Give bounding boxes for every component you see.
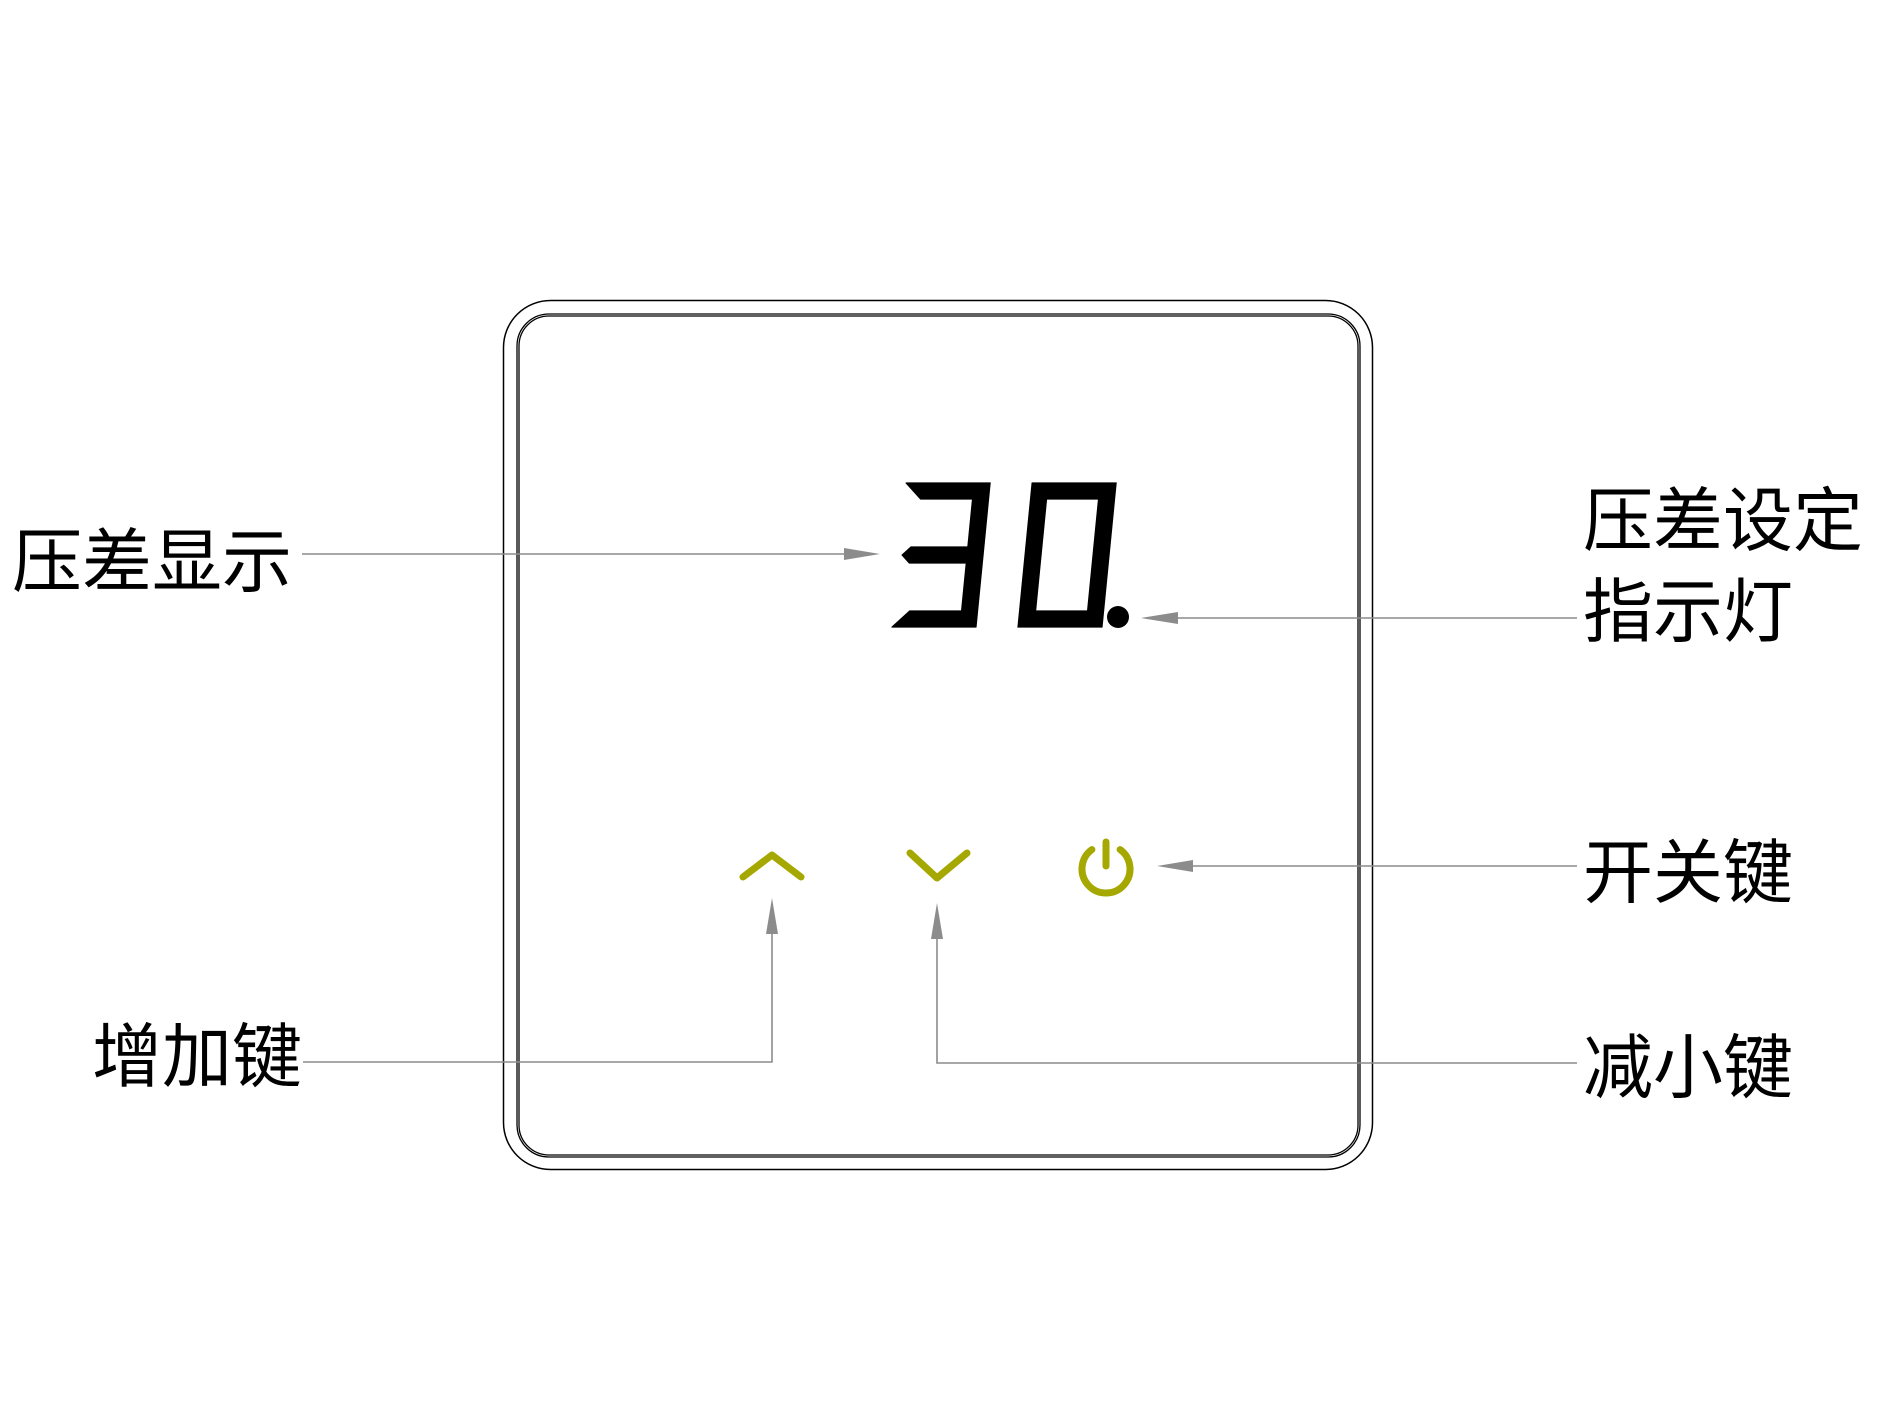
display-digit-1 xyxy=(891,482,991,628)
arrowhead-right-icon xyxy=(844,548,880,560)
device-inner-frame xyxy=(516,313,1361,1158)
segment-f xyxy=(1024,482,1048,556)
segment-d xyxy=(891,610,977,628)
label-setpoint-indicator: 压差设定 指示灯 xyxy=(1583,476,1863,658)
label-increase-key: 增加键 xyxy=(92,1016,302,1098)
leader-line-decrease-key xyxy=(936,937,1577,1064)
label-pressure-display: 压差显示 xyxy=(12,521,292,603)
label-setpoint-indicator-line-2: 指示灯 xyxy=(1583,571,1793,653)
label-power-key: 开关键 xyxy=(1583,832,1793,914)
increase-key-hit-area[interactable] xyxy=(730,835,814,891)
power-key[interactable] xyxy=(1072,832,1140,904)
display-digit-2 xyxy=(1017,482,1117,628)
arrowhead-up-icon xyxy=(931,903,943,939)
power-icon xyxy=(1078,838,1134,897)
chevron-up-icon xyxy=(739,851,805,881)
segment-g xyxy=(901,546,981,564)
increase-key[interactable] xyxy=(730,835,814,891)
callout-display xyxy=(302,548,880,560)
chevron-down-icon xyxy=(906,849,971,882)
callout-setpoint-indicator xyxy=(1141,612,1577,624)
arrowhead-left-icon xyxy=(1157,860,1193,872)
leader-line-increase-key xyxy=(303,932,773,1063)
arrowhead-up-icon xyxy=(766,898,778,934)
callout-decrease-key xyxy=(931,903,1577,1064)
pressure-display xyxy=(891,482,1129,628)
arrowhead-left-icon xyxy=(1141,612,1178,624)
decrease-key[interactable] xyxy=(896,835,980,891)
callout-increase-key xyxy=(303,898,778,1063)
device-outer-frame xyxy=(502,299,1374,1171)
label-setpoint-indicator-line-1: 压差设定 xyxy=(1583,480,1863,562)
label-decrease-key: 减小键 xyxy=(1583,1027,1793,1109)
decrease-key-hit-area[interactable] xyxy=(896,835,980,891)
device-inner-frame-edge xyxy=(518,315,1359,1156)
setpoint-indicator-dot xyxy=(1107,606,1129,628)
callout-power-key xyxy=(1157,860,1577,872)
device-body xyxy=(502,299,1374,1171)
